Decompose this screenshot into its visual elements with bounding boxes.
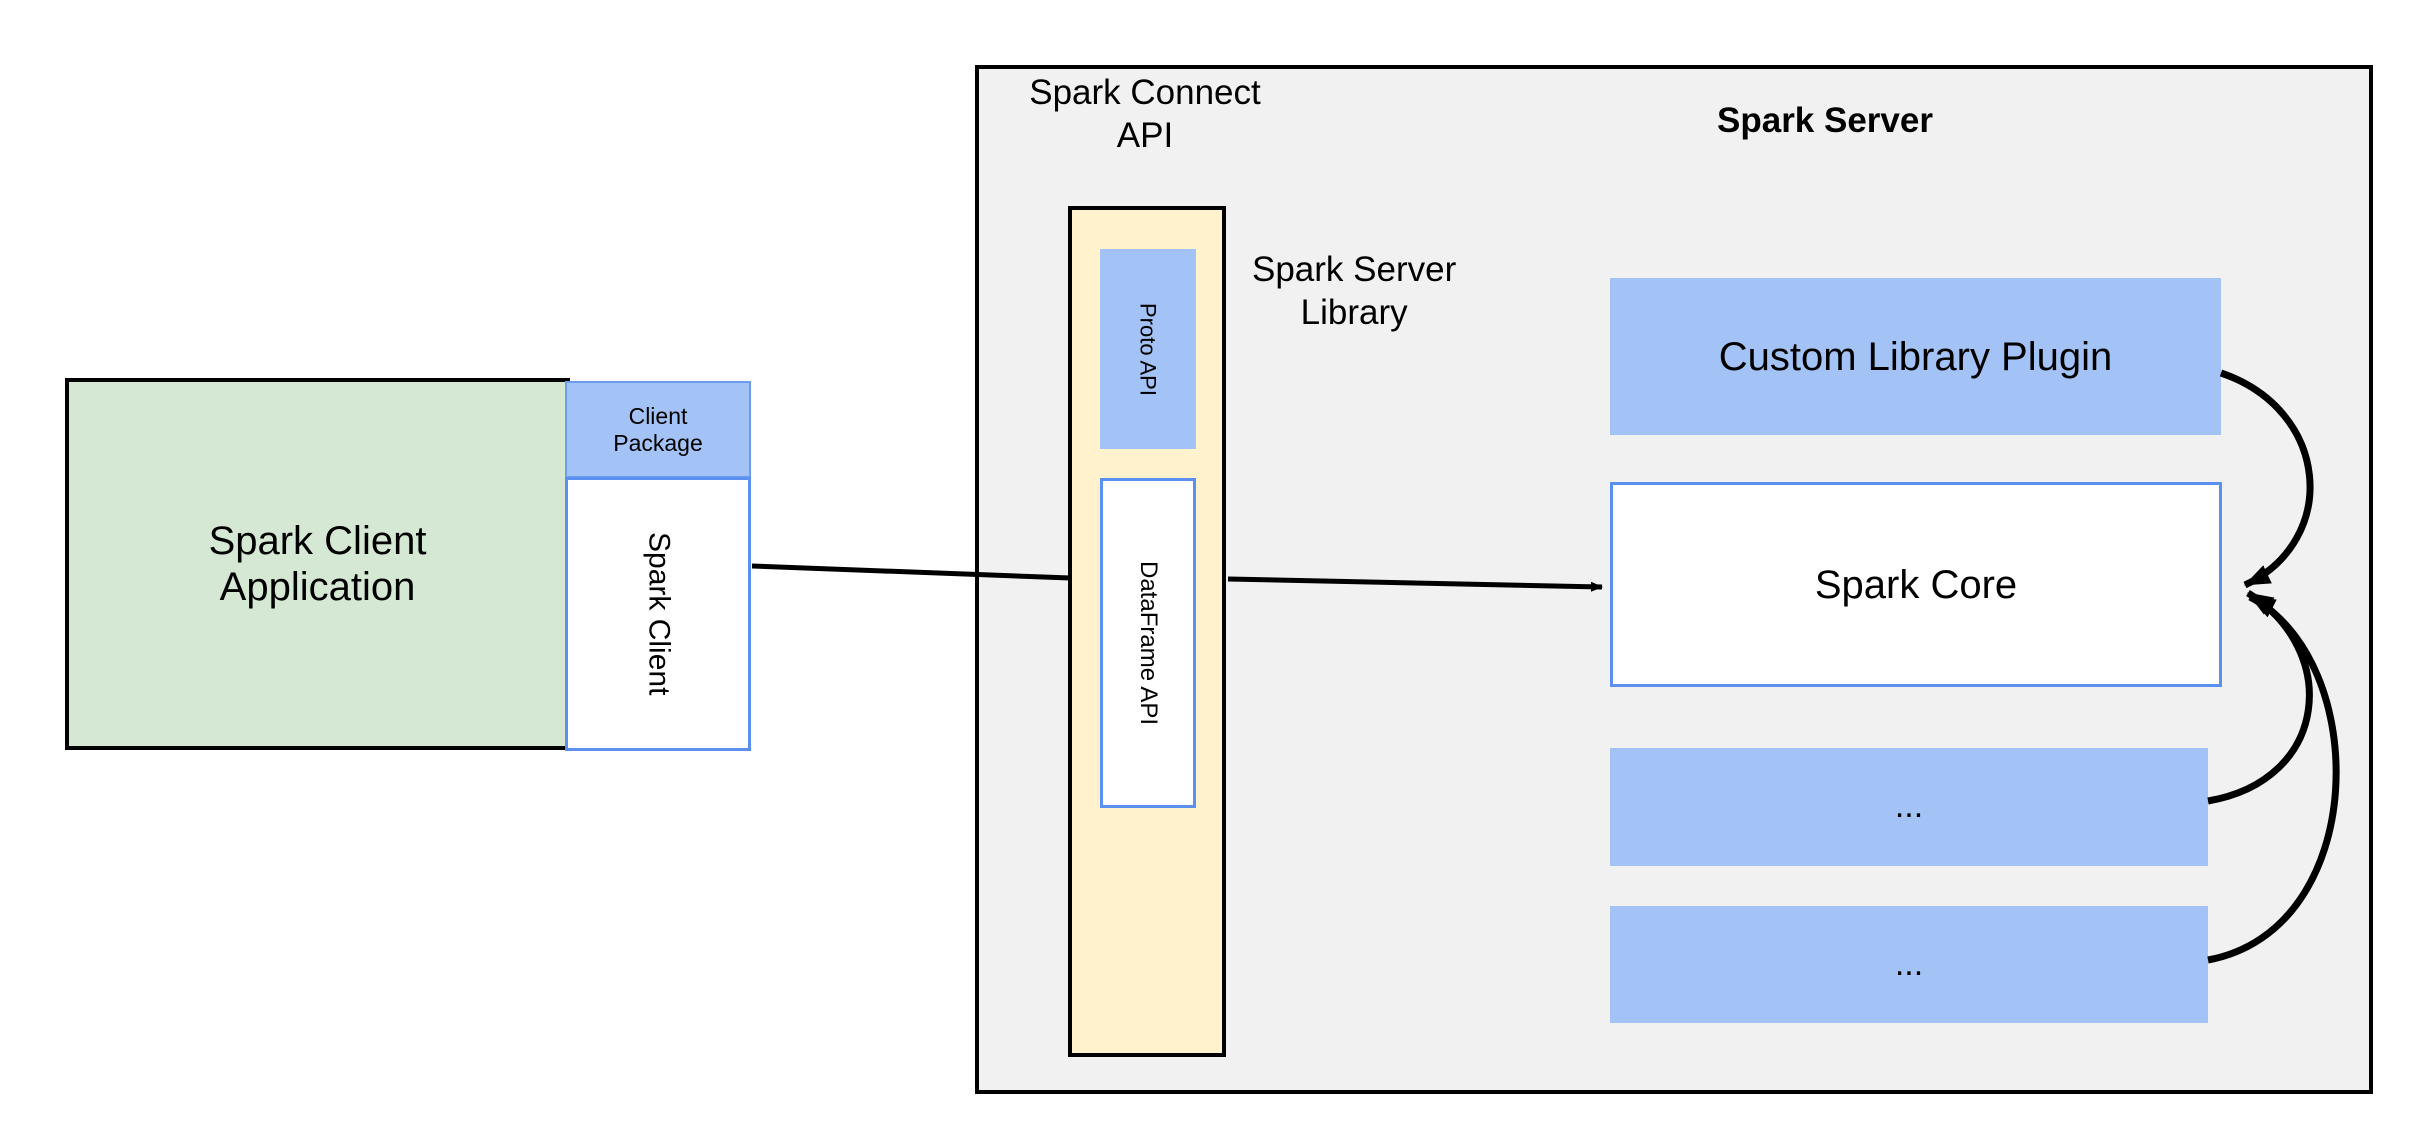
dataframe-api-label: DataFrame API xyxy=(1134,560,1162,726)
spark-server-library-label: Spark Server Library xyxy=(1252,250,1457,332)
spark-client-application-box: Spark Client Application xyxy=(65,378,570,750)
proto-api-box: Proto API xyxy=(1100,249,1196,449)
custom-library-plugin-label: Custom Library Plugin xyxy=(1718,334,2113,379)
spark-client-box: Spark Client xyxy=(565,477,751,751)
spark-server-title: Spark Server xyxy=(1717,100,1933,140)
spark-core-label: Spark Core xyxy=(1814,562,2018,607)
ellipsis-box-1: ... xyxy=(1610,748,2208,866)
spark-client-label: Spark Client xyxy=(642,532,676,696)
dataframe-api-box: DataFrame API xyxy=(1100,478,1196,808)
proto-api-label: Proto API xyxy=(1135,302,1161,396)
spark-connect-api-label: Spark Connect API xyxy=(1029,73,1261,155)
client-package-box: Client Package xyxy=(565,381,751,478)
ellipsis-box-2: ... xyxy=(1610,906,2208,1023)
custom-library-plugin-box: Custom Library Plugin xyxy=(1610,278,2221,435)
ellipsis-box-2-label: ... xyxy=(1894,944,1924,983)
spark-core-box: Spark Core xyxy=(1610,482,2222,687)
ellipsis-box-1-label: ... xyxy=(1894,787,1924,826)
client-package-label: Client Package xyxy=(613,403,703,456)
spark-client-application-label: Spark Client Application xyxy=(208,519,427,609)
